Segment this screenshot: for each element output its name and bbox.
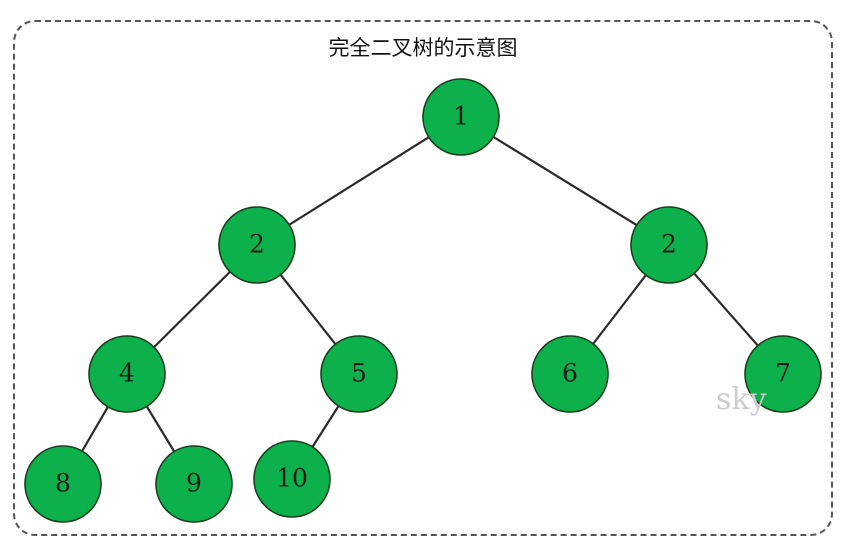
tree-node-n5: 5: [320, 335, 398, 413]
watermark: sky: [716, 382, 767, 417]
node-circle: [531, 335, 609, 413]
tree-node-n3: 2: [630, 206, 708, 284]
nodes-layer: 1 2 2 4 5 6 7 8 9 10: [24, 78, 822, 523]
node-label: 2: [249, 230, 265, 259]
tree-node-n1: 1: [422, 78, 500, 156]
edge-n1-n2: [256, 116, 462, 246]
tree-node-n8: 8: [24, 445, 102, 523]
node-label: 7: [775, 359, 791, 388]
node-label: 5: [351, 359, 367, 388]
node-circle: [218, 206, 296, 284]
node-label: 10: [276, 464, 308, 493]
node-circle: [744, 335, 822, 413]
node-circle: [320, 335, 398, 413]
node-circle: [24, 445, 102, 523]
node-circle: [253, 440, 331, 518]
diagram-frame: [13, 20, 833, 536]
node-label: 9: [186, 469, 202, 498]
node-label: 4: [119, 359, 135, 388]
node-circle: [155, 445, 233, 523]
tree-node-n10: 10: [253, 440, 331, 518]
node-label: 6: [562, 359, 578, 388]
tree-node-n4: 4: [88, 335, 166, 413]
node-label: 1: [453, 102, 469, 131]
diagram-title: 完全二叉树的示意图: [328, 36, 518, 60]
tree-node-n2: 2: [218, 206, 296, 284]
tree-node-n9: 9: [155, 445, 233, 523]
tree-node-n7: 7: [744, 335, 822, 413]
tree-node-n6: 6: [531, 335, 609, 413]
node-circle: [630, 206, 708, 284]
node-circle: [422, 78, 500, 156]
node-label: 2: [661, 230, 677, 259]
edge-n1-n3: [460, 116, 670, 246]
node-circle: [88, 335, 166, 413]
node-label: 8: [55, 469, 71, 498]
edges-layer: [62, 116, 784, 485]
